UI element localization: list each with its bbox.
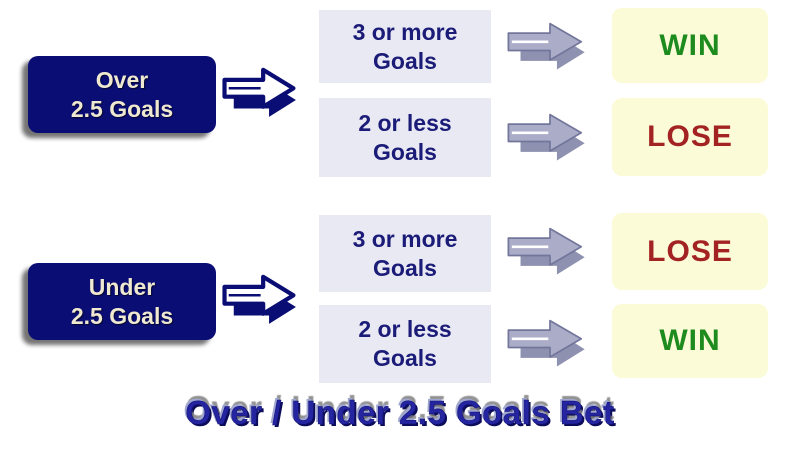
right-arrow-icon <box>504 318 596 375</box>
result-label: LOSE <box>647 234 733 268</box>
outcome-line1: 3 or more <box>352 18 458 45</box>
bet-over-line1: Over <box>95 67 149 94</box>
double-right-arrow-icon <box>222 66 306 129</box>
outcome-line2: Goals <box>373 138 437 165</box>
bet-box-under: Under 2.5 Goals <box>28 263 216 340</box>
bet-over-line2: 2.5 Goals <box>70 95 174 122</box>
outcome-line1: 2 or less <box>358 316 452 343</box>
diagram-title: Over / Under 2.5 Goals Bet <box>185 394 615 432</box>
bet-under-line2: 2.5 Goals <box>70 302 174 329</box>
outcome-box-under-2-or-less: 2 or less Goals <box>319 305 491 383</box>
result-box-win: WIN <box>612 304 768 378</box>
outcome-box-under-3-or-more: 3 or more Goals <box>319 215 491 292</box>
outcome-line2: Goals <box>373 254 437 281</box>
result-label: WIN <box>659 324 721 357</box>
outcome-box-over-3-or-more: 3 or more Goals <box>319 10 491 83</box>
result-box-lose: LOSE <box>612 98 768 176</box>
right-arrow-icon <box>504 21 596 78</box>
outcome-box-over-2-or-less: 2 or less Goals <box>319 98 491 177</box>
result-box-win: WIN <box>612 8 768 83</box>
result-label: WIN <box>659 28 721 62</box>
outcome-line2: Goals <box>373 345 437 371</box>
right-arrow-icon <box>504 226 596 283</box>
outcome-line1: 2 or less <box>358 109 452 136</box>
result-label: LOSE <box>647 120 733 153</box>
right-arrow-icon <box>504 112 596 169</box>
double-right-arrow-icon <box>222 273 306 336</box>
bet-under-line1: Under <box>88 274 156 301</box>
result-box-lose: LOSE <box>612 213 768 290</box>
bet-box-over: Over 2.5 Goals <box>28 56 216 133</box>
outcome-line1: 3 or more <box>352 225 458 252</box>
outcome-line2: Goals <box>373 47 437 74</box>
